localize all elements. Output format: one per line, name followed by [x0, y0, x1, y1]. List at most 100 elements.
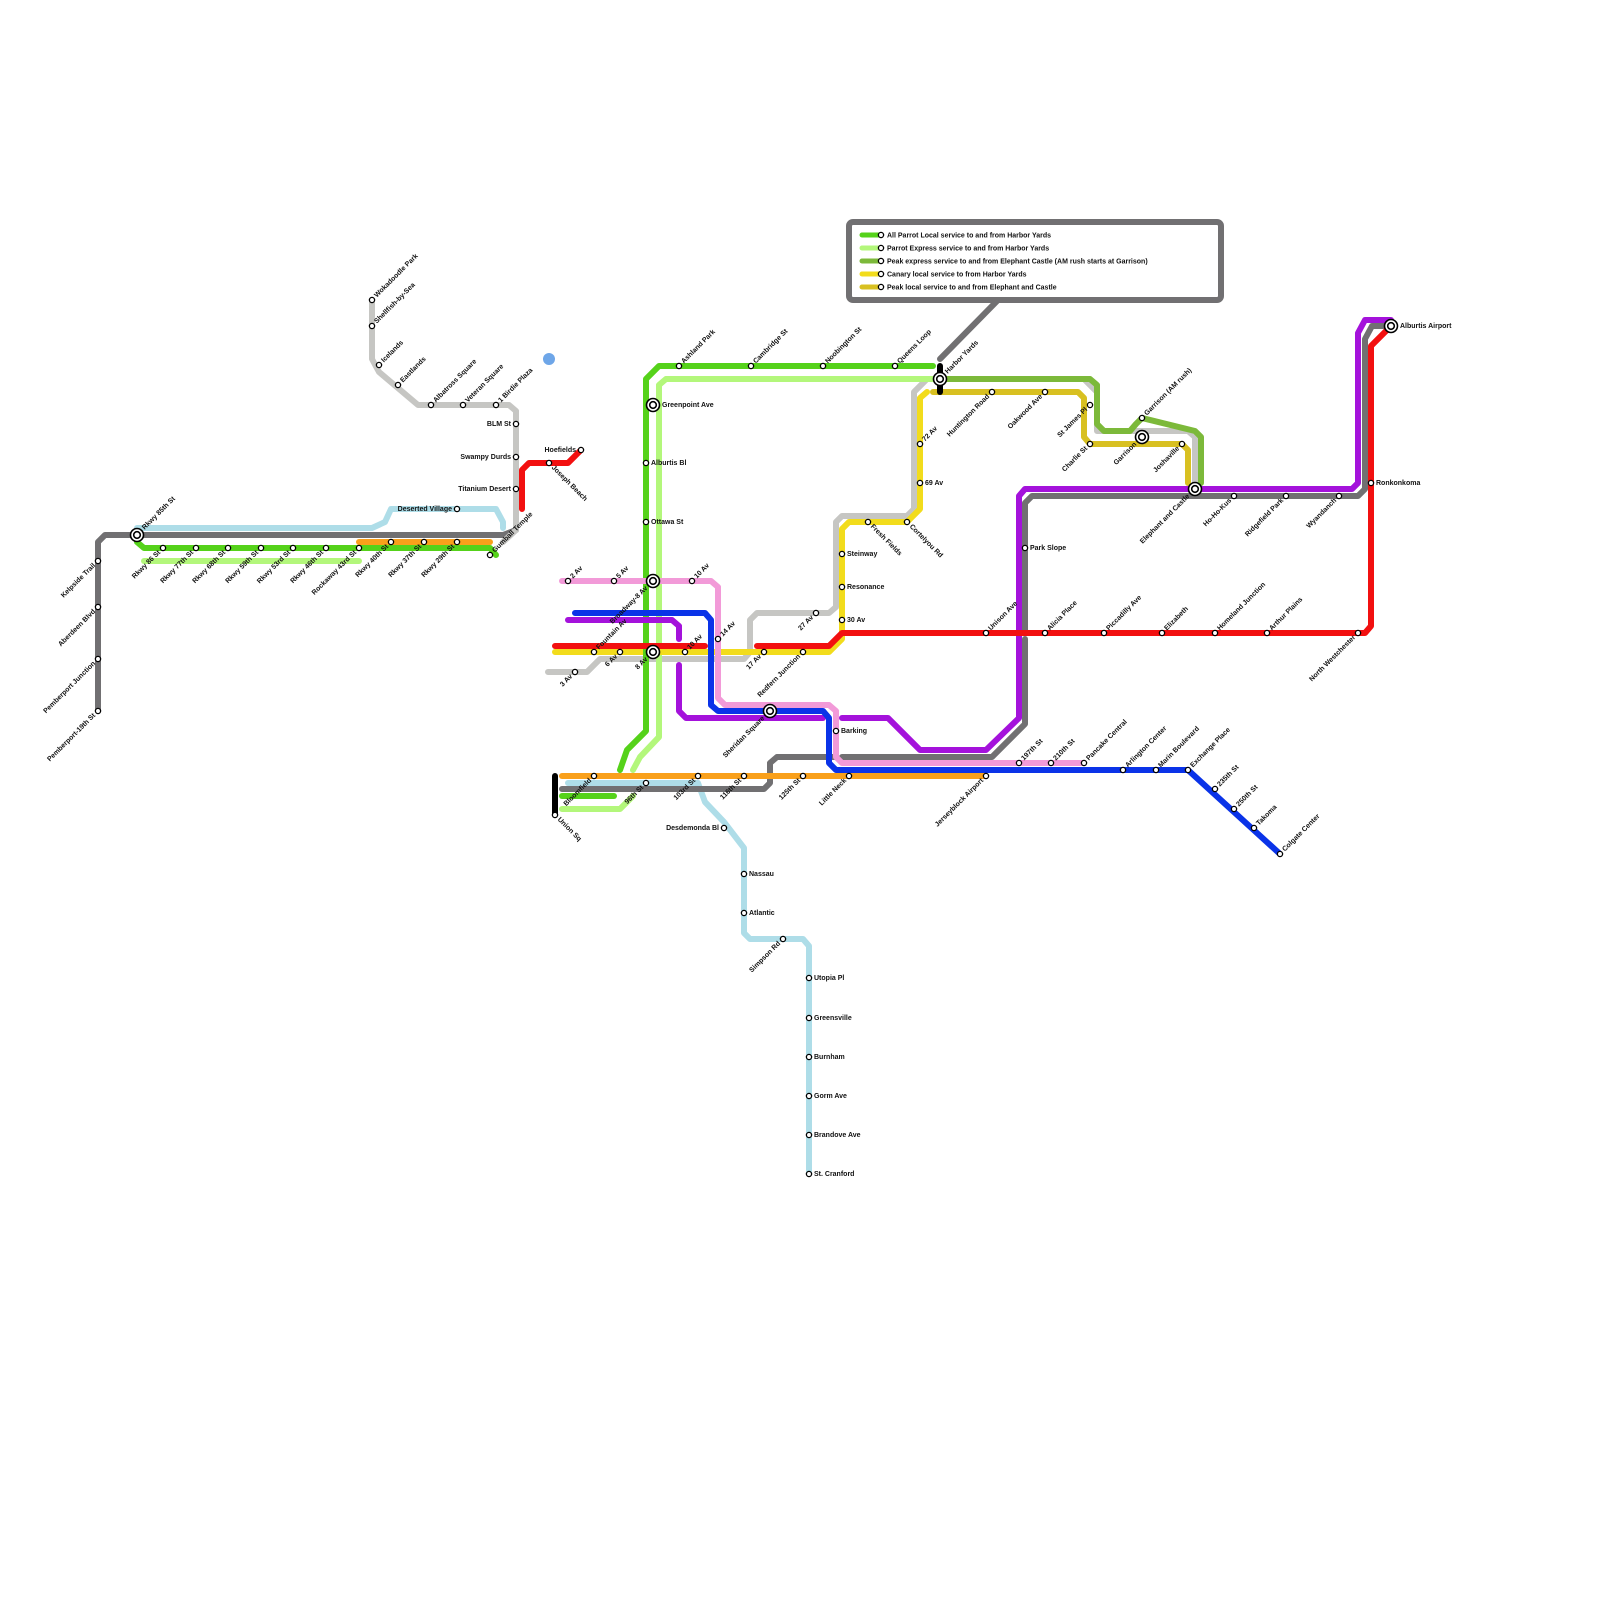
station-label: Ho-Ho-Kus [1202, 497, 1233, 528]
station[interactable]: Gorm Ave [806, 1093, 847, 1100]
legend-station-dot [878, 271, 883, 276]
station-label: Greensville [814, 1015, 852, 1022]
station[interactable]: Redfern Junction [757, 649, 806, 699]
station[interactable]: Eastlands [395, 356, 427, 388]
station[interactable]: Piccadilly Ave [1101, 594, 1143, 635]
station[interactable]: Alburtis Airport [1385, 320, 1453, 333]
station[interactable]: Burnham [806, 1054, 844, 1061]
station-dot [454, 539, 459, 544]
station-label: Elizabeth [1163, 606, 1190, 633]
station[interactable]: Ronkonkoma [1368, 480, 1420, 487]
station-label: Ottawa St [651, 519, 684, 526]
station[interactable]: Takoma [1251, 804, 1278, 831]
station-dot [1042, 630, 1047, 635]
station[interactable]: Greensville [806, 1015, 851, 1022]
station[interactable]: Simpson Rd [748, 936, 785, 974]
station-label: Rkwy 77th St [159, 549, 195, 585]
station-dot [395, 382, 400, 387]
station[interactable]: North Westchester [1308, 630, 1360, 683]
station[interactable]: Homeland Junction [1212, 581, 1267, 635]
station[interactable]: Wokadoodle Park [369, 253, 419, 303]
station[interactable]: Joseph Beach [546, 460, 588, 502]
station[interactable]: Icelands [376, 339, 405, 367]
station[interactable]: Garrison (AM rush) [1139, 367, 1193, 420]
station-dot [748, 363, 753, 368]
station-dot [1016, 760, 1021, 765]
station-label: Sheridan Square [722, 715, 766, 759]
station[interactable]: Alburtis Bl [643, 460, 686, 467]
station[interactable]: Kelpside Trail [60, 558, 101, 599]
station-dot [388, 539, 393, 544]
station[interactable]: Park Slope [1022, 545, 1066, 552]
station[interactable]: Huntington Road [946, 389, 995, 438]
station-label: Nassau [749, 871, 774, 878]
station-dot [839, 617, 844, 622]
station[interactable]: Jerseyblock Airport [934, 773, 989, 828]
station[interactable]: 69 Av [917, 480, 943, 487]
station[interactable]: 30 Av [839, 617, 865, 624]
legend-label: Parrot Express service to and from Harbo… [887, 246, 1049, 253]
station-dot [1101, 630, 1106, 635]
station[interactable]: Queens Loop [892, 329, 932, 369]
station-dot [513, 421, 518, 426]
station-dot [1120, 767, 1125, 772]
station[interactable]: St. Cranford [806, 1171, 854, 1178]
station[interactable]: St James Pl [1056, 402, 1092, 439]
station-dot [917, 480, 922, 485]
legend-item: Peak local service to and from Elephant … [862, 284, 1057, 291]
station-dot [225, 545, 230, 550]
line-red-north [522, 450, 581, 509]
station-label: 3 Av [559, 673, 574, 688]
station[interactable]: Cambridge St [748, 328, 790, 369]
station-dot [95, 604, 100, 609]
station[interactable]: 235th St [1212, 764, 1241, 792]
station[interactable]: Ottawa St [643, 519, 684, 526]
station-dot [428, 402, 433, 407]
station[interactable]: Desdemonda Bl [666, 825, 727, 832]
station[interactable]: Ashland Park [676, 329, 717, 369]
station-label: Desdemonda Bl [666, 825, 719, 832]
station[interactable]: Aberdeen Blvd [57, 604, 100, 648]
station[interactable]: Titanium Desert [458, 486, 518, 493]
station[interactable]: Charlie St [1061, 441, 1092, 473]
station[interactable]: Noobington St [820, 326, 863, 369]
station-label: Ashland Park [680, 329, 717, 366]
station[interactable]: Deserted Village [398, 506, 460, 513]
station-dot [1022, 545, 1027, 550]
station-dot [983, 773, 988, 778]
station-label: Alburtis Airport [1400, 323, 1452, 330]
station-label: 30 Av [847, 617, 865, 624]
station-label: 2 Av [569, 565, 584, 580]
station[interactable]: 250th St [1231, 784, 1260, 812]
station[interactable]: Cortelyou Rd [904, 519, 943, 559]
station[interactable]: Steinway [839, 551, 877, 558]
station[interactable]: Oakwood Ave [1007, 389, 1048, 430]
station[interactable]: Shellfish-by-Sea [369, 282, 416, 329]
station-dot [780, 936, 785, 941]
station-dot [617, 649, 622, 654]
legend: All Parrot Local service to and from Har… [849, 222, 1221, 300]
station[interactable]: Pemberport Junction [42, 656, 100, 715]
station-dot [813, 610, 818, 615]
station[interactable]: Brandove Ave [806, 1132, 860, 1139]
station-dot [865, 519, 870, 524]
station-dot [369, 297, 374, 302]
station[interactable]: Ridgefield Park [1244, 493, 1288, 538]
station-dot [1212, 630, 1217, 635]
station[interactable]: Resonance [839, 584, 884, 591]
station-label: Burnham [814, 1054, 845, 1061]
station-dot [1048, 760, 1053, 765]
station[interactable]: Union Sq [552, 812, 582, 843]
station[interactable]: Arthur Plains [1264, 596, 1304, 636]
station[interactable]: Pemberport-19th St [46, 708, 100, 763]
station[interactable]: Swampy Durds [460, 454, 518, 461]
station-label: 10 Av [693, 562, 711, 580]
station[interactable]: Pancake Central [1081, 719, 1128, 766]
station-dot [1139, 415, 1144, 420]
station-label: 27 Av [797, 614, 815, 632]
map-marker-dot [543, 353, 555, 365]
station[interactable]: Utopia Pl [806, 975, 844, 982]
station[interactable]: Greenpoint Ave [647, 399, 714, 412]
station[interactable]: Garrison [1113, 431, 1149, 467]
station[interactable]: Colgate Center [1277, 813, 1321, 857]
